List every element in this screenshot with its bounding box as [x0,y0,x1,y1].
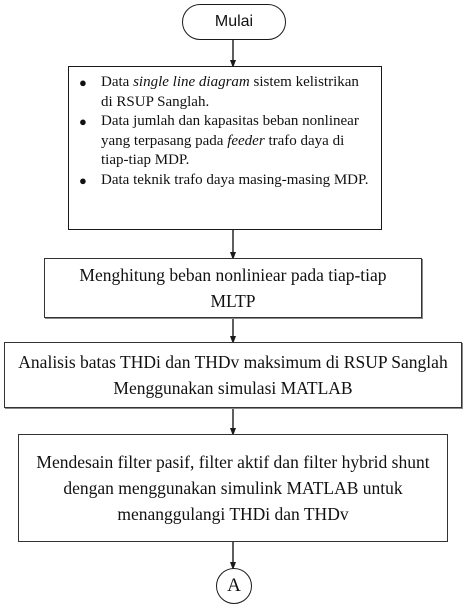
connector-label: A [227,575,241,596]
bullet-icon: ● [79,114,87,129]
offpage-connector: A [216,568,252,604]
bullet-icon: ● [79,172,87,188]
input-item: ● Data teknik trafo daya masing-masing M… [77,171,373,191]
process-step-3-text: Mendesain filter pasif, filter aktif dan… [36,452,430,524]
process-step-1: Menghitung beban nonliniear pada tiap-ti… [44,258,422,318]
start-terminal: Mulai [182,4,286,40]
input-data-box: ● Data single line diagram sistem kelist… [68,66,382,230]
start-label: Mulai [214,13,254,30]
process-step-2-text: Analisis batas THDi dan THDv maksimum di… [18,352,448,398]
bullet-icon: ● [79,75,87,90]
process-step-3: Mendesain filter pasif, filter aktif dan… [18,434,448,542]
process-step-2: Analisis batas THDi dan THDv maksimum di… [4,342,462,408]
input-item: ● Data single line diagram sistem kelist… [79,74,359,110]
process-step-1-text: Menghitung beban nonliniear pada tiap-ti… [79,265,387,311]
input-item: ● Data jumlah dan kapasitas beban nonlin… [79,113,359,168]
input-data-list: ● Data single line diagram sistem kelist… [77,73,373,190]
